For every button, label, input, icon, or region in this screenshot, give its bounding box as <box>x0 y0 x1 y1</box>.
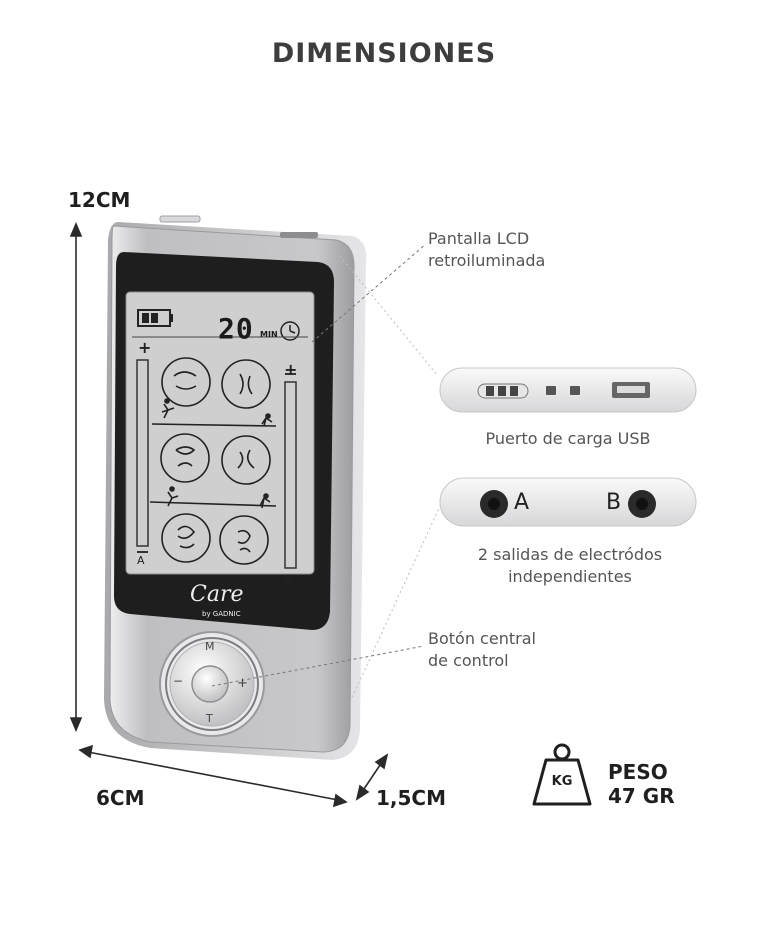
program-icons <box>149 357 277 565</box>
clock-icon <box>280 321 300 341</box>
weight-label: PESO <box>608 760 668 784</box>
button-minus[interactable]: − <box>173 674 184 688</box>
button-callout-line1: Botón central <box>428 629 536 648</box>
intensity-bar-a <box>136 359 149 547</box>
height-arrow <box>69 221 83 733</box>
brand-logo: Care <box>190 582 244 607</box>
brand-sub: by GADNIC <box>202 610 241 618</box>
lcd-channel-a: A <box>137 554 145 567</box>
figure-icons <box>161 398 273 509</box>
width-arrow <box>78 744 348 808</box>
electrode-outputs-detail <box>439 477 697 527</box>
lcd-callout: Pantalla LCD retroiluminada <box>428 228 545 272</box>
lcd-plus-a: + <box>138 338 152 357</box>
port-a-label: A <box>514 490 530 515</box>
center-button <box>191 665 229 703</box>
weight-block: PESO 47 GR <box>608 760 675 808</box>
battery-icon <box>137 309 173 327</box>
lcd-plus-b: + <box>284 360 298 379</box>
intensity-bar-b <box>284 381 297 569</box>
detail-guide-lines <box>339 255 441 703</box>
weight-value: 47 GR <box>608 784 675 808</box>
page-title: DIMENSIONES <box>271 38 497 69</box>
depth-label: 1,5CM <box>376 786 447 810</box>
usb-caption: Puerto de carga USB <box>485 429 651 448</box>
lcd-channel-b: B <box>285 574 293 587</box>
depth-arrow <box>355 753 389 801</box>
button-m[interactable]: M <box>205 640 215 653</box>
weight-kg-icon <box>532 743 592 806</box>
timer-value: 20 <box>218 312 254 345</box>
outputs-caption-line1: 2 salidas de electródos <box>477 545 663 564</box>
timer-unit: MIN <box>260 330 278 339</box>
button-callout: Botón central de control <box>428 628 536 672</box>
usb-port-detail <box>439 367 697 413</box>
lcd-callout-line1: Pantalla LCD <box>428 229 530 248</box>
callout-lines <box>211 243 427 687</box>
port-b-label: B <box>606 490 622 515</box>
width-label: 6CM <box>96 786 145 810</box>
outputs-caption-line2: independientes <box>508 567 632 586</box>
outputs-caption: 2 salidas de electródos independientes <box>440 544 700 588</box>
weight-icon-text: KG <box>551 774 573 789</box>
button-plus[interactable]: + <box>237 676 248 691</box>
control-dial <box>159 631 265 737</box>
button-callout-line2: de control <box>428 651 509 670</box>
lcd-callout-line2: retroiluminada <box>428 251 546 270</box>
device-body <box>104 215 367 760</box>
button-t[interactable]: T <box>206 712 213 725</box>
height-label: 12CM <box>68 188 131 212</box>
